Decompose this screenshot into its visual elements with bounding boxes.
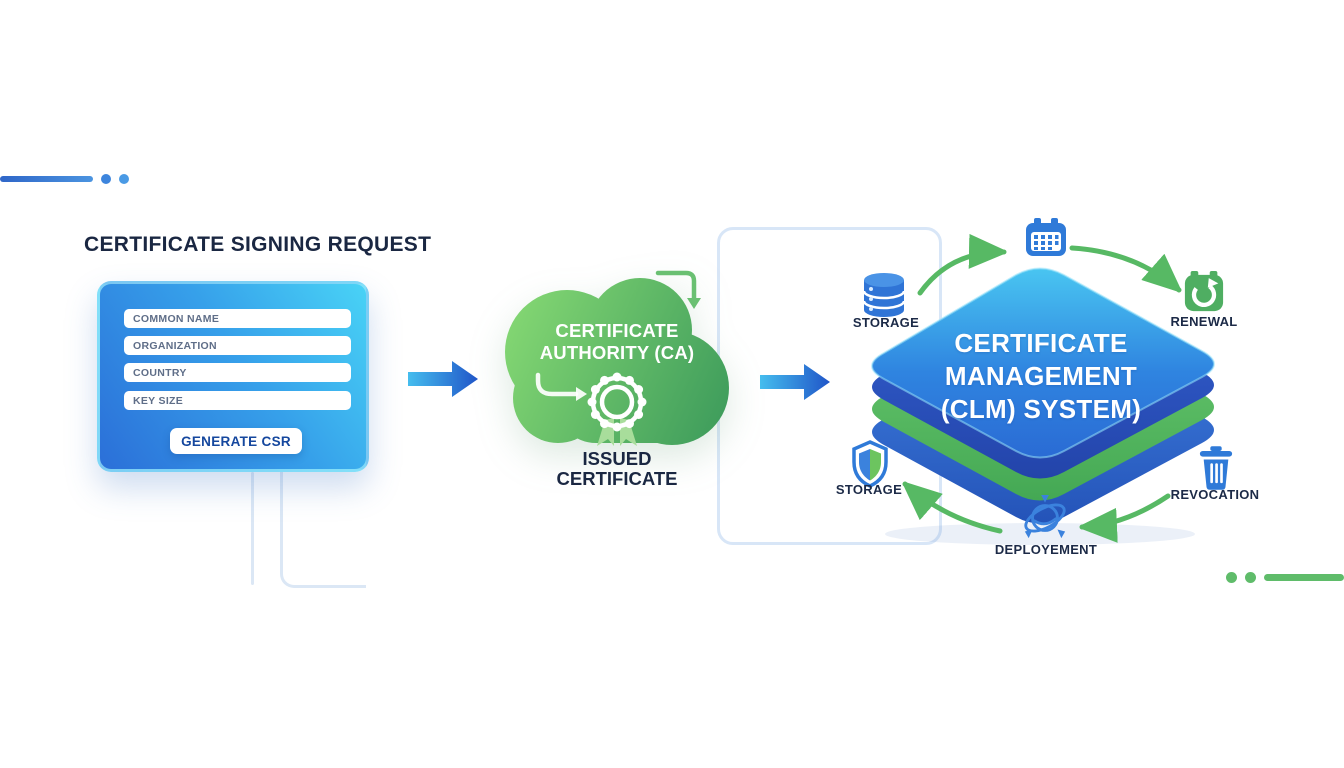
ca-cloud-title: CERTIFICATE AUTHORITY (CA) <box>522 320 712 363</box>
decor-dot <box>101 174 111 184</box>
renewal-label: RENEWAL <box>1170 314 1238 329</box>
deployment-label: DEPLOYEMENT <box>994 542 1098 557</box>
ca-title-line1: CERTIFICATE <box>555 320 679 341</box>
flow-arrow-right-icon <box>408 361 478 397</box>
decor-dot <box>119 174 129 184</box>
decor-line-top-left <box>0 176 93 182</box>
csr-form-card: GENERATE CSR <box>97 281 369 472</box>
ca-title-line2: AUTHORITY (CA) <box>539 341 695 363</box>
storage-bottom-label: STORAGE <box>835 482 903 497</box>
deployment-icon <box>1024 494 1066 539</box>
arrow-revocation-to-deployment-icon <box>1079 493 1171 527</box>
arrow-calendar-to-renewal-icon <box>1069 245 1179 290</box>
connector-outline-rect <box>717 227 942 545</box>
key-size-field[interactable] <box>124 391 351 410</box>
connector-line-elbow <box>280 472 366 588</box>
decor-dot <box>1245 572 1256 583</box>
csr-section-title: CERTIFICATE SIGNING REQUEST <box>84 233 432 256</box>
generate-csr-button[interactable]: GENERATE CSR <box>170 428 302 454</box>
organization-field[interactable] <box>124 336 351 355</box>
revocation-label: REVOCATION <box>1170 487 1260 502</box>
connector-line-vertical <box>251 472 254 585</box>
to-badge-arrow-icon <box>535 372 579 397</box>
calendar-icon <box>1026 218 1066 256</box>
shield-icon <box>852 440 888 488</box>
trash-icon <box>1199 446 1233 490</box>
clm-system-title: CERTIFICATE MANAGEMENT (CLM) SYSTEM) <box>940 328 1142 424</box>
issue-flow-arrow-icon <box>655 270 697 301</box>
country-field[interactable] <box>124 363 351 382</box>
database-icon <box>862 273 906 317</box>
storage-top-label: STORAGE <box>852 315 920 330</box>
renewal-icon <box>1184 271 1224 312</box>
common-name-field[interactable] <box>124 309 351 328</box>
issued-certificate-label: ISSUED CERTIFICATE <box>556 448 678 489</box>
certificate-rosette-icon <box>587 372 647 446</box>
decor-dot <box>1226 572 1237 583</box>
decor-line-bottom-right <box>1264 574 1344 581</box>
